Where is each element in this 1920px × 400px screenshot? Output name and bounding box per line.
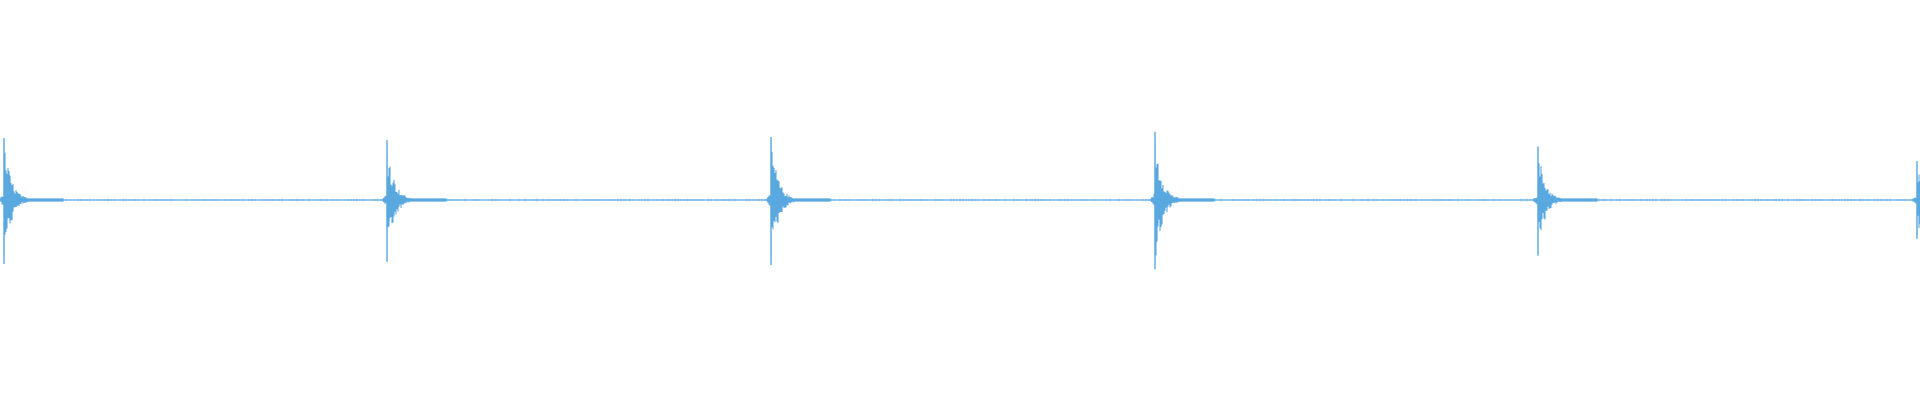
waveform-transient — [0, 140, 64, 256]
waveform-transient — [766, 145, 831, 258]
waveform-transient — [382, 155, 447, 233]
waveform-transient — [1150, 142, 1215, 256]
waveform-transient — [1533, 148, 1598, 250]
waveform-track — [0, 131, 1920, 270]
